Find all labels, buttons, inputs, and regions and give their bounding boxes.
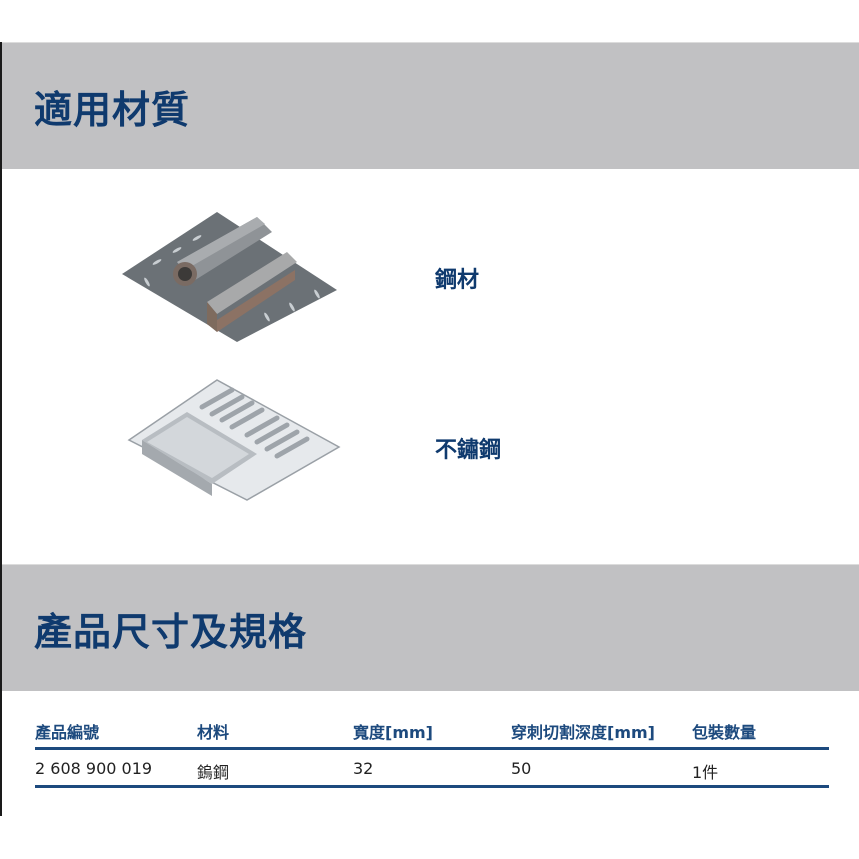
- materials-header-band: 適用材質: [2, 42, 859, 169]
- stainless-steel-sink-image: [127, 379, 341, 501]
- spec-table-header: 產品編號 材料 寬度[mm] 穿刺切割深度[mm] 包裝數量: [35, 708, 829, 750]
- product-spec-page: 適用材質 鋼材: [0, 42, 859, 816]
- table-row: 2 608 900 019 鎢鋼 32 50 1件: [35, 750, 829, 788]
- material-label: 不鏽鋼: [435, 438, 502, 463]
- specs-title: 產品尺寸及規格: [34, 610, 308, 654]
- material-label: 鋼材: [435, 268, 480, 293]
- steel-materials-image: [122, 212, 337, 342]
- cell-pack-qty: 1件: [692, 763, 719, 782]
- cell-cut-depth: 50: [511, 759, 532, 778]
- column-header-cut-depth: 穿刺切割深度[mm]: [511, 723, 655, 742]
- material-item-steel: 鋼材: [2, 202, 859, 352]
- spec-table: 產品編號 材料 寬度[mm] 穿刺切割深度[mm] 包裝數量 2 608 900…: [35, 708, 829, 788]
- cell-material: 鎢鋼: [197, 763, 230, 782]
- column-header-part-number: 產品編號: [35, 723, 100, 742]
- column-header-width: 寬度[mm]: [353, 723, 433, 742]
- cell-width: 32: [353, 759, 374, 778]
- specs-header-band: 產品尺寸及規格: [2, 564, 859, 691]
- material-item-stainless: 不鏽鋼: [2, 372, 859, 522]
- cell-part-number: 2 608 900 019: [35, 759, 153, 778]
- materials-title: 適用材質: [34, 88, 191, 132]
- column-header-material: 材料: [197, 723, 230, 742]
- column-header-pack-qty: 包裝數量: [692, 723, 757, 742]
